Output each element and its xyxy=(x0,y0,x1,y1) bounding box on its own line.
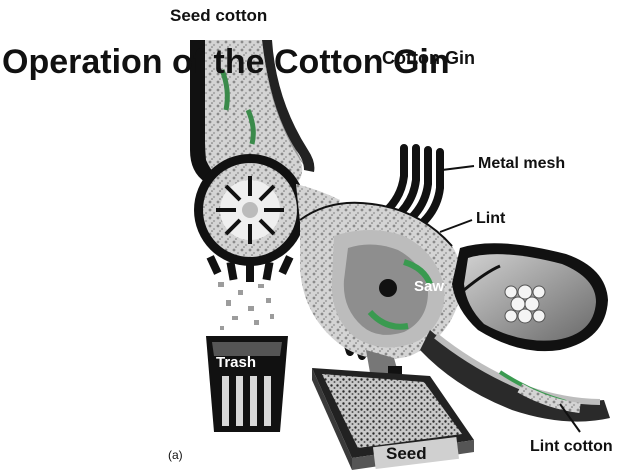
saw-cylinder-icon xyxy=(299,201,462,360)
trash-particles xyxy=(218,282,274,330)
seed-tray-icon xyxy=(312,368,474,470)
label-seed-cotton: Seed cotton xyxy=(170,6,268,25)
label-saw: Saw xyxy=(414,278,445,295)
label-metal-mesh: Metal mesh xyxy=(478,155,566,172)
brush-cylinder-icon xyxy=(452,243,608,352)
hopper-icon xyxy=(190,40,315,186)
label-lint: Lint xyxy=(476,210,506,227)
diagram-subtitle: Cotton Gin xyxy=(382,48,475,68)
label-seed: Seed xyxy=(386,444,427,463)
trash-can-icon xyxy=(206,336,288,432)
panel-label: (a) xyxy=(168,448,183,462)
label-trash: Trash xyxy=(216,354,257,371)
label-lint-cotton: Lint cotton xyxy=(530,438,613,455)
lint-cotton-duct xyxy=(420,330,610,422)
spiked-drum-icon xyxy=(194,154,306,282)
leader-lines xyxy=(439,165,581,433)
diagram-title: Operation of the Cotton Gin xyxy=(2,43,450,81)
